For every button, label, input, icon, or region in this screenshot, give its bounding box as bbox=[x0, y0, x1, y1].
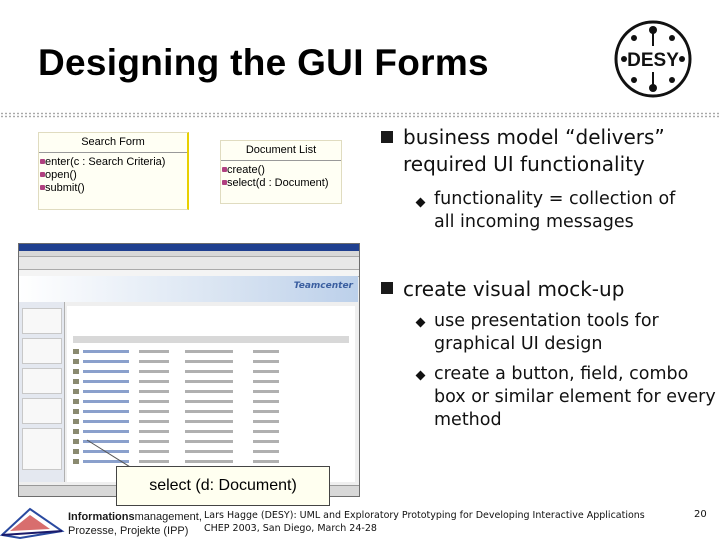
table-row bbox=[73, 368, 349, 375]
window-titlebar bbox=[19, 244, 359, 251]
nav-box bbox=[22, 338, 62, 364]
bullet-diamond-icon bbox=[415, 197, 426, 208]
uml-search-form: Search Form enter(c : Search Criteria) o… bbox=[38, 132, 189, 210]
bullet-diamond-icon bbox=[415, 370, 426, 381]
uml-operation: enter(c : Search Criteria) bbox=[39, 156, 187, 169]
page-number: 20 bbox=[694, 509, 707, 520]
desy-logo: DESY bbox=[614, 20, 692, 98]
institute-line1-rest: management, bbox=[134, 511, 202, 523]
navigation-panel bbox=[19, 302, 65, 482]
institute-name: Informationsmanagement, Prozesse, Projek… bbox=[68, 510, 202, 538]
table-row bbox=[73, 398, 349, 405]
table-row bbox=[73, 438, 349, 445]
table-header bbox=[73, 336, 349, 343]
table-row bbox=[73, 348, 349, 355]
callout-label: select (d: Document) bbox=[116, 466, 330, 506]
desy-logo-text: DESY bbox=[627, 50, 679, 71]
uml-operation: select(d : Document) bbox=[221, 177, 341, 190]
bullet-diamond-icon bbox=[415, 317, 426, 328]
nav-box bbox=[22, 368, 62, 394]
document-list-view bbox=[67, 306, 355, 482]
sub-bullet-text: use presentation tools for graphical UI … bbox=[434, 311, 659, 354]
uml-document-list: Document List create() select(d : Docume… bbox=[220, 140, 342, 204]
bullet-text: create visual mock-up bbox=[403, 277, 625, 301]
sub-bullet-text: functionality = collection of all incomi… bbox=[434, 189, 676, 232]
table-row bbox=[73, 378, 349, 385]
nav-box bbox=[22, 428, 62, 470]
uml-operation: submit() bbox=[39, 182, 187, 195]
footer-line2: CHEP 2003, San Diego, March 24-28 bbox=[204, 523, 377, 534]
app-name: Teamcenter bbox=[293, 281, 353, 291]
app-banner bbox=[19, 276, 358, 302]
institute-line2: Prozesse, Projekte (IPP) bbox=[68, 525, 189, 537]
ipp-logo bbox=[0, 507, 65, 540]
sub-bullet-text: create a button, field, combo box or sim… bbox=[434, 364, 716, 430]
footer-line1: Lars Hagge (DESY): UML and Exploratory P… bbox=[204, 510, 645, 521]
bullet-square-icon bbox=[381, 282, 393, 294]
uml-operation: open() bbox=[39, 169, 187, 182]
uml-operation: create() bbox=[221, 164, 341, 177]
institute-line1-bold: Informations bbox=[68, 511, 135, 523]
table-row bbox=[73, 358, 349, 365]
nav-box bbox=[22, 308, 62, 334]
slide-title: Designing the GUI Forms bbox=[38, 42, 489, 83]
footer-citation: Lars Hagge (DESY): UML and Exploratory P… bbox=[204, 509, 645, 535]
callout-pointer bbox=[86, 439, 136, 471]
teamcenter-screenshot: Teamcenter bbox=[18, 243, 360, 497]
title-divider bbox=[0, 112, 720, 118]
table-row bbox=[73, 458, 349, 465]
table-row bbox=[73, 428, 349, 435]
bullet-square-icon bbox=[381, 131, 393, 143]
table-row bbox=[73, 408, 349, 415]
menu-bar bbox=[19, 251, 359, 257]
nav-box bbox=[22, 398, 62, 424]
uml-class-name: Document List bbox=[245, 144, 317, 156]
uml-class-name: Search Form bbox=[81, 136, 145, 148]
table-row bbox=[73, 388, 349, 395]
toolbar bbox=[19, 257, 359, 270]
table-row bbox=[73, 418, 349, 425]
bullet-text: business model “delivers” required UI fu… bbox=[403, 125, 665, 176]
